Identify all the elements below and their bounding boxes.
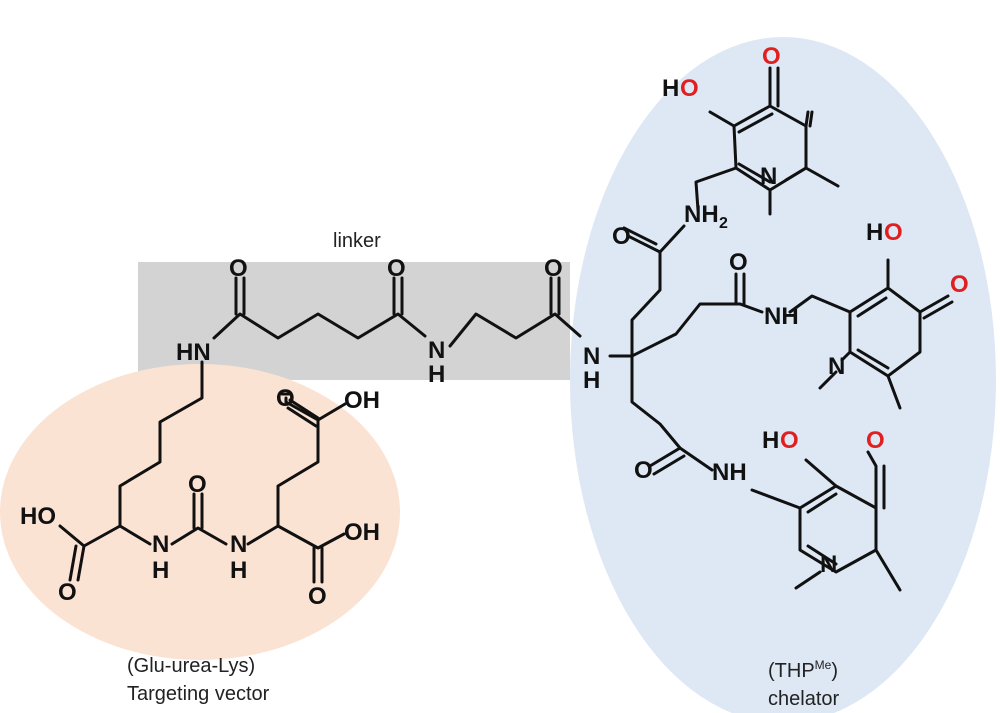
- urea-n1: N: [152, 531, 169, 558]
- upper-ring-n: N: [760, 163, 777, 190]
- chelator-caption-line1: (THPMe): [768, 658, 838, 682]
- linker-oxygen-2: O: [387, 255, 406, 282]
- chelator-caption-post: ): [831, 660, 838, 682]
- atom-labels: O O O HN N H N H HO O O N H N H O OH OH …: [20, 43, 969, 610]
- glu-side-o: O: [276, 385, 295, 412]
- linker-region: [138, 262, 570, 380]
- upper-ring-keto-o: O: [762, 43, 781, 70]
- right-ring-keto-o: O: [950, 271, 969, 298]
- vector-caption-line2: Targeting vector: [127, 683, 270, 705]
- lower-amide-nh: NH: [712, 459, 747, 486]
- lower-amide-o: O: [634, 457, 653, 484]
- linker-oxygen-3: O: [544, 255, 563, 282]
- urea-h1: H: [152, 557, 169, 584]
- chelator-caption-line2: chelator: [768, 688, 839, 710]
- right-amide-o: O: [729, 249, 748, 276]
- glu-alpha-o: O: [308, 583, 327, 610]
- lys-carboxyl-ho: HO: [20, 503, 56, 530]
- lower-ring-keto-o: O: [866, 427, 885, 454]
- central-n: N: [583, 343, 600, 370]
- upper-ring-h: H: [662, 75, 679, 102]
- chelator-caption-pre: (THP: [768, 660, 815, 682]
- urea-n2: N: [230, 531, 247, 558]
- targeting-vector-region: [0, 364, 400, 660]
- lower-ring-n: N: [820, 551, 837, 578]
- right-ring-n: N: [828, 353, 845, 380]
- upper-nh2: NH: [684, 201, 719, 228]
- lower-ring-hydroxyl-o: O: [780, 427, 799, 454]
- right-ring-hydroxyl-o: O: [884, 219, 903, 246]
- urea-h2: H: [230, 557, 247, 584]
- linker-oxygen-1: O: [229, 255, 248, 282]
- chelator-caption-sup: Me: [815, 658, 832, 672]
- linker-amide-h: H: [428, 361, 445, 388]
- upper-amide-o: O: [612, 223, 631, 250]
- lys-carboxyl-o: O: [58, 579, 77, 606]
- bonds: [58, 66, 954, 592]
- upper-nh2-subscript: 2: [719, 215, 728, 232]
- captions: linker (Glu-urea-Lys) Targeting vector (…: [127, 230, 839, 710]
- lower-ring-h: H: [762, 427, 779, 454]
- vector-caption-line1: (Glu-urea-Lys): [127, 655, 255, 677]
- right-ring-h: H: [866, 219, 883, 246]
- glu-side-oh: OH: [344, 387, 380, 414]
- right-amide-nh: NH: [764, 303, 799, 330]
- linker-amide-n: N: [428, 337, 445, 364]
- linker-caption: linker: [333, 230, 381, 252]
- upper-ring-hydroxyl-o: O: [680, 75, 699, 102]
- glu-alpha-oh: OH: [344, 519, 380, 546]
- urea-o: O: [188, 471, 207, 498]
- chelator-region: [570, 37, 996, 713]
- central-h: H: [583, 367, 600, 394]
- linker-hn: HN: [176, 339, 211, 366]
